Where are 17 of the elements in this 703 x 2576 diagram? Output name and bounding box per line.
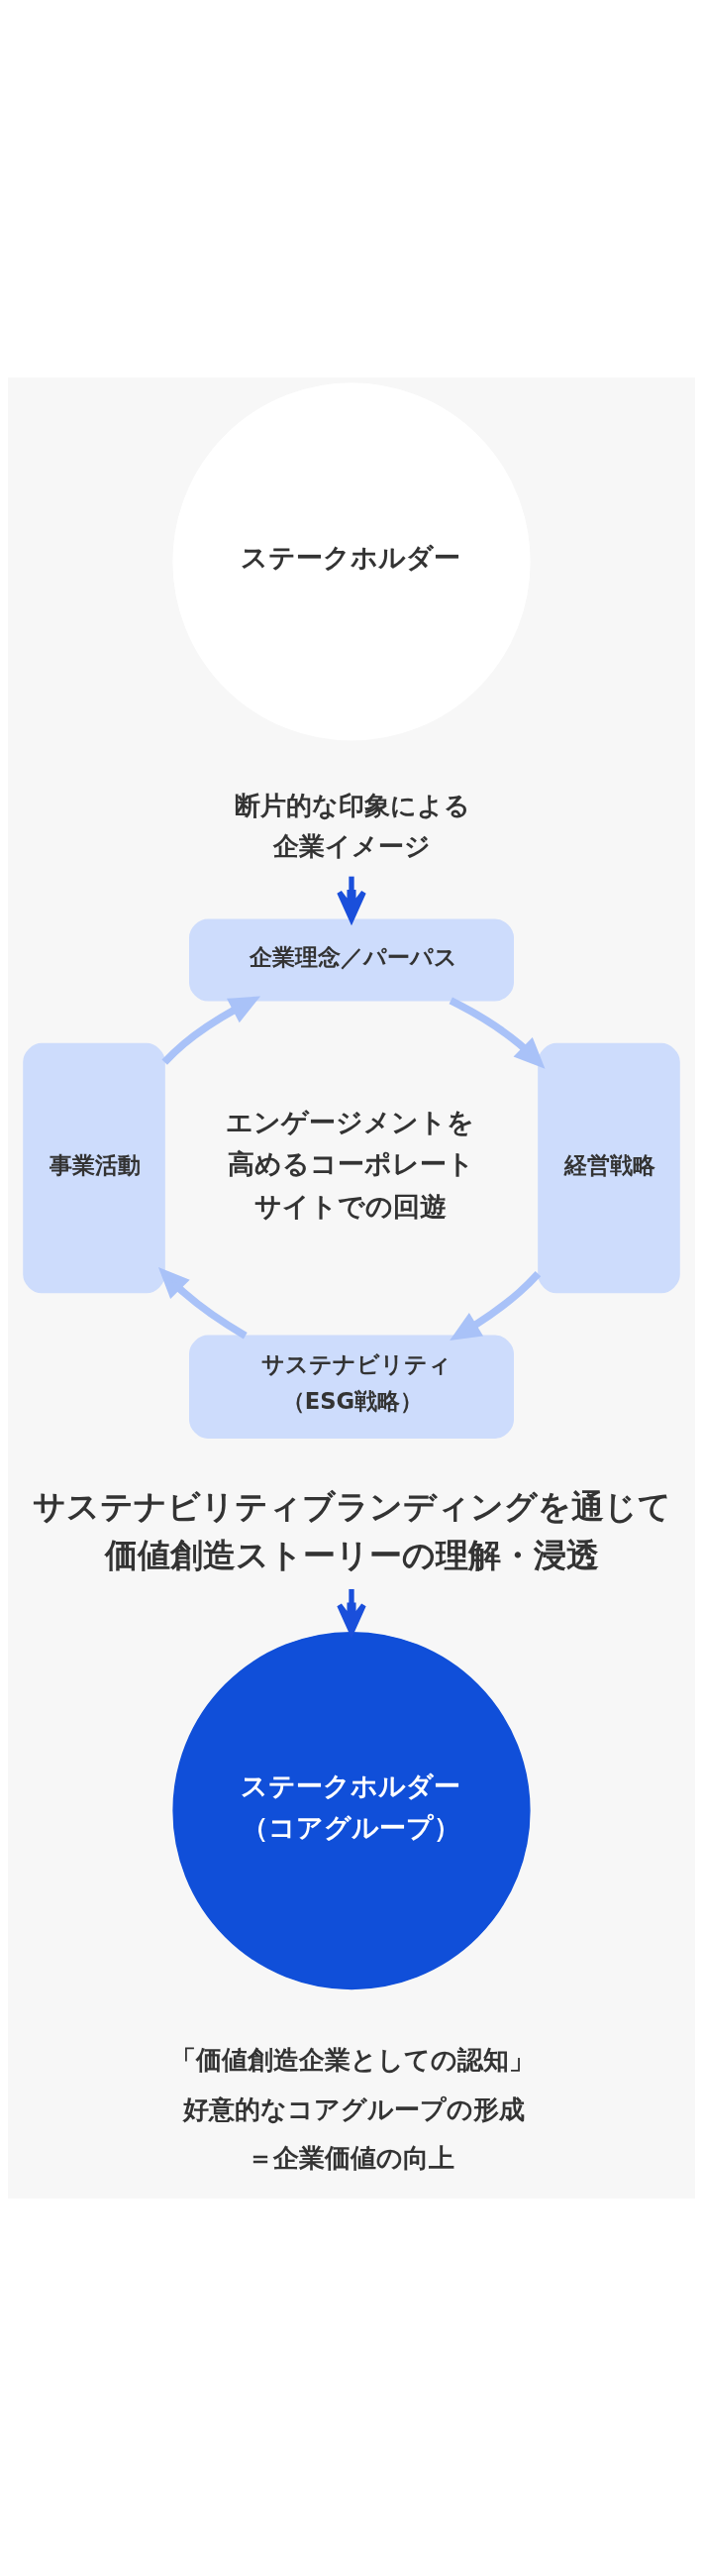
node-box: 経営戦略 [538,1042,680,1294]
node-box: 事業活動 [23,1042,165,1294]
arrow [337,1588,366,1636]
node-text: サステナビリティブランディングを通じて価値創造ストーリーの理解・浸透 [33,1487,672,1574]
node-label: ＝企業価値の向上 [247,2143,454,2174]
arrow [337,876,366,922]
arrow [157,1266,248,1340]
node-text: 断片的な印象による企業イメージ [235,790,471,861]
arrow [450,1271,542,1342]
node-box: 企業理念／パーパス [189,918,514,1002]
arrow [449,997,546,1069]
arrow [161,996,261,1065]
node-label: 「価値創造企業としての認知」 [170,2044,536,2075]
node-label: 好意的なコアグループの形成 [182,2093,525,2124]
node-text: エンゲージメントを高めるコーポレートサイトでの回遊 [226,1106,475,1222]
node-circle: ステークホルダー（コアグループ） [172,1631,531,1990]
node-box: サステナビリティ（ESG戦略） [189,1335,514,1439]
